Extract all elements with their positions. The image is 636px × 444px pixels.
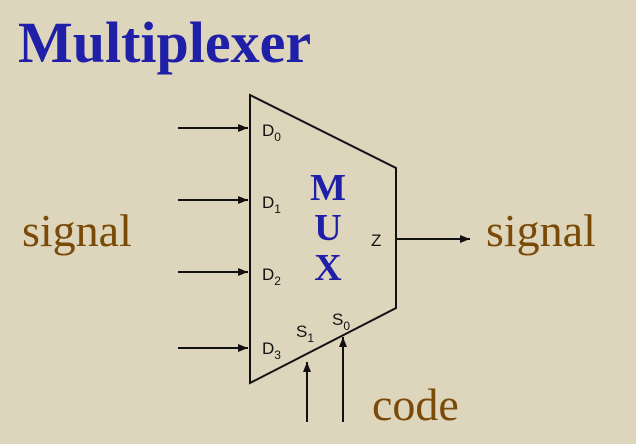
pin-s1: S1: [296, 322, 314, 345]
input-signal-label: signal: [22, 205, 132, 256]
mux-letter-x: X: [314, 247, 341, 289]
page-title: Multiplexer: [18, 10, 312, 75]
pin-s0: S0: [332, 310, 350, 333]
output-signal-label: signal: [486, 205, 596, 256]
pin-d2: D2: [262, 265, 281, 288]
pin-d3: D3: [262, 339, 281, 362]
mux-block: [249, 93, 397, 385]
pin-d0: D0: [262, 121, 281, 144]
mux-letter-m: M: [310, 167, 346, 209]
mux-letter-u: U: [314, 207, 341, 249]
pin-d1: D1: [262, 193, 281, 216]
pin-z: Z: [371, 231, 381, 250]
select-code-label: code: [372, 379, 459, 430]
